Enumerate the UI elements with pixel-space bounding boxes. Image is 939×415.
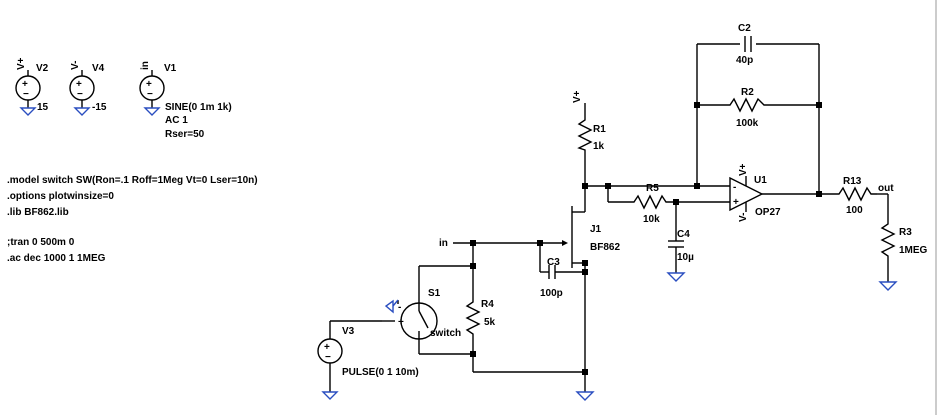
svg-text:+: + [324, 342, 330, 353]
svg-text:−: − [147, 89, 153, 100]
source-v3[interactable]: + − V3 PULSE(0 1 10m) [317, 326, 419, 400]
opamp-u1-name: U1 [754, 175, 767, 186]
capacitor-c4-name: C4 [677, 229, 690, 240]
directive-model: .model switch SW(Ron=.1 Roff=1Meg Vt=0 L… [7, 175, 258, 186]
source-v1-name: V1 [164, 63, 177, 74]
net-label-vplus: V+ [572, 90, 583, 103]
svg-text:+: + [22, 79, 28, 90]
switch-plus-pin: + [398, 317, 404, 328]
svg-text:−: − [23, 89, 29, 100]
capacitor-c3-value: 100p [540, 288, 563, 299]
capacitor-c2-name: C2 [738, 23, 751, 34]
ground-symbol [19, 107, 37, 116]
svg-text:+: + [146, 79, 152, 90]
spice-directives[interactable]: .model switch SW(Ron=.1 Roff=1Meg Vt=0 L… [7, 175, 258, 264]
resistor-r13-name: R13 [843, 176, 862, 187]
jfet-j1-name: J1 [590, 224, 602, 235]
capacitor-c3-name: C3 [547, 257, 560, 268]
ground-symbol [143, 107, 161, 116]
svg-text:+: + [76, 79, 82, 90]
switch-s1-value: switch [430, 328, 461, 339]
source-v3-name: V3 [342, 326, 355, 337]
directive-options: .options plotwinsize=0 [7, 191, 114, 202]
directive-tran: ;tran 0 500m 0 [7, 237, 75, 248]
net-label-out: out [878, 183, 894, 194]
switch-s1-name: S1 [428, 288, 441, 299]
resistor-r1-name: R1 [593, 124, 606, 135]
source-v2-value: 15 [37, 102, 49, 113]
ground-symbol [73, 107, 91, 116]
resistor-r3-value: 1MEG [899, 245, 928, 256]
capacitor-c4[interactable]: C4 10µ [666, 229, 694, 282]
opamp-u1[interactable]: - + V+ V- U1 OP27 [729, 163, 781, 222]
resistor-r3[interactable]: R3 1MEG [878, 218, 928, 291]
resistor-r5-name: R5 [646, 183, 659, 194]
source-v4-value: -15 [92, 102, 107, 113]
ground-symbol [575, 391, 595, 401]
ground-symbol [321, 391, 339, 400]
ground-symbol [384, 299, 394, 314]
capacitor-c2-value: 40p [736, 55, 753, 66]
source-v2[interactable]: + − V+ V2 15 [15, 57, 49, 116]
resistor-r1[interactable]: V+ R1 1k [572, 90, 606, 153]
jfet-j1[interactable]: J1 BF862 [562, 206, 620, 268]
capacitor-c2[interactable]: C2 40p [736, 23, 753, 66]
directive-ac: .ac dec 1000 1 1MEG [7, 253, 106, 264]
opamp-supply-neg: V- [738, 213, 749, 222]
capacitor-c4-value: 10µ [677, 252, 694, 263]
junctions [470, 102, 822, 375]
ground-symbol [878, 281, 898, 291]
net-label-v1: in [140, 61, 151, 70]
svg-text:−: − [77, 89, 83, 100]
resistor-r2-name: R2 [741, 87, 754, 98]
source-v3-value: PULSE(0 1 10m) [342, 367, 419, 378]
resistor-r4-name: R4 [481, 299, 494, 310]
resistor-r5[interactable]: R5 10k [628, 183, 676, 225]
switch-minus-pin: - [398, 302, 401, 313]
ground-symbol [666, 272, 686, 282]
jfet-j1-value: BF862 [590, 242, 620, 253]
source-v1-value: SINE(0 1m 1k) [165, 102, 232, 113]
opamp-minus-pin: - [733, 182, 736, 193]
directive-lib: .lib BF862.lib [7, 207, 69, 218]
capacitor-c3[interactable]: C3 100p [540, 257, 563, 299]
resistor-r13[interactable]: R13 100 [833, 176, 877, 216]
resistor-r4[interactable]: R4 5k [465, 296, 496, 340]
wires [329, 43, 889, 392]
resistor-r13-value: 100 [846, 205, 863, 216]
opamp-u1-value: OP27 [755, 207, 781, 218]
opamp-supply-pos: V+ [738, 163, 749, 176]
source-v4[interactable]: + − V- V4 -15 [69, 61, 107, 116]
switch-s1[interactable]: + - S1 switch [384, 288, 461, 340]
resistor-r4-value: 5k [484, 317, 496, 328]
net-label-v2: V+ [16, 57, 27, 70]
source-v4-name: V4 [92, 63, 105, 74]
net-label-in: in [439, 238, 448, 249]
source-v2-name: V2 [36, 63, 49, 74]
source-v1-ac: AC 1 [165, 115, 188, 126]
source-v1-rser: Rser=50 [165, 129, 205, 140]
net-label-v4: V- [70, 61, 81, 70]
resistor-r2[interactable]: R2 100k [724, 87, 774, 129]
resistor-r5-value: 10k [643, 214, 660, 225]
resistor-r2-value: 100k [736, 118, 759, 129]
svg-text:−: − [325, 352, 331, 363]
source-v1[interactable]: + − in V1 SINE(0 1m 1k) AC 1 Rser=50 [139, 61, 232, 140]
resistor-r1-value: 1k [593, 141, 605, 152]
resistor-r3-name: R3 [899, 227, 912, 238]
opamp-plus-pin: + [733, 197, 739, 208]
